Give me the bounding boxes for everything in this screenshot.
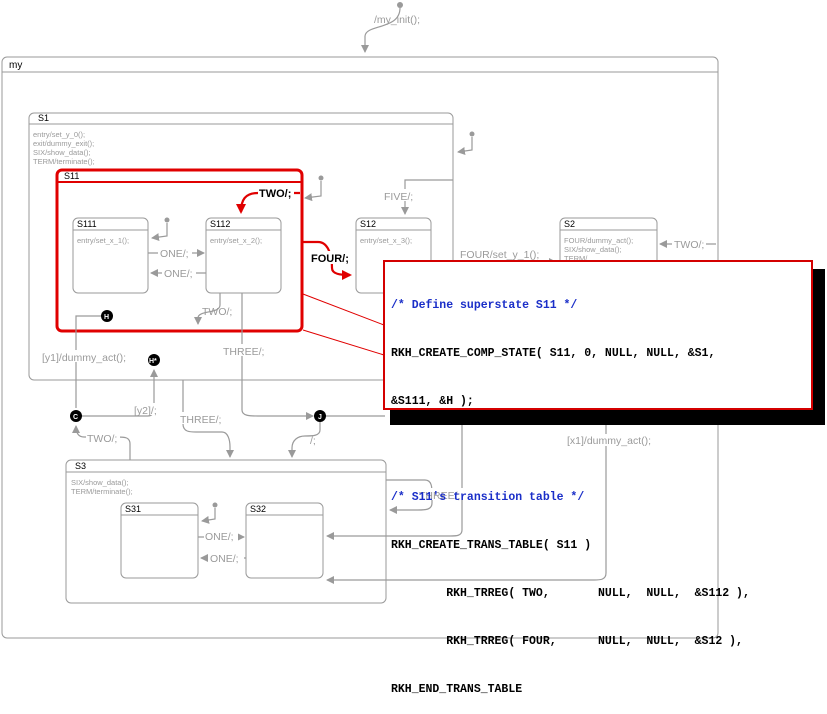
transition-three-s3-label: THREE/; bbox=[419, 490, 460, 502]
transition-two-s2-label: TWO/; bbox=[674, 239, 704, 251]
s2-action: SIX/show_data(); bbox=[564, 245, 622, 254]
state-s2-name: S2 bbox=[564, 219, 575, 229]
s11-initial bbox=[304, 175, 324, 202]
s1-action: TERM/terminate(); bbox=[33, 157, 95, 166]
deep-history-label: H* bbox=[149, 358, 157, 365]
transition-x1: [x1]/dummy_act(); bbox=[326, 280, 655, 584]
s2-action: FOUR/dummy_act(); bbox=[564, 236, 633, 245]
transition-four-set-label: FOUR/set_y_1(); bbox=[460, 249, 539, 261]
transition-one-s3a-label: ONE/; bbox=[205, 531, 234, 543]
s31-initial bbox=[201, 502, 218, 524]
transition-one-a-label: ONE/; bbox=[160, 248, 189, 260]
history-label: H bbox=[104, 314, 109, 321]
state-s111[interactable]: S111 entry/set_x_1(); bbox=[72, 217, 149, 294]
transition-two-c-label: TWO/; bbox=[87, 433, 117, 445]
transition-three-s112: THREE/; bbox=[222, 293, 314, 420]
transition-one-b: ONE/; bbox=[150, 267, 206, 280]
transition-four-red-label: FOUR/; bbox=[311, 253, 349, 265]
choice-pseudostate: C bbox=[70, 410, 82, 422]
s1-action: entry/set_y_0(); bbox=[33, 130, 85, 139]
state-s1-name: S1 bbox=[38, 113, 49, 123]
transition-three-s1: THREE/; bbox=[178, 380, 234, 458]
transition-y2-label: [y2]/; bbox=[134, 405, 157, 417]
junction-label: J bbox=[318, 414, 322, 421]
s112-action: entry/set_x_2(); bbox=[210, 236, 262, 245]
state-s12-name: S12 bbox=[360, 219, 376, 229]
transition-one-a: ONE/; bbox=[148, 246, 205, 260]
choice-label: C bbox=[73, 414, 78, 421]
state-s32-name: S32 bbox=[250, 504, 266, 514]
deep-history-pseudostate: H* bbox=[148, 354, 160, 366]
state-my-name: my bbox=[9, 60, 22, 71]
s111-initial bbox=[151, 217, 170, 242]
s1-action: exit/dummy_exit(); bbox=[33, 139, 94, 148]
code-line: RKH_CREATE_TRANS_TABLE( S11 ) bbox=[391, 539, 592, 552]
s3-action: SIX/show_data(); bbox=[71, 478, 129, 487]
transition-five: FIVE/; bbox=[382, 179, 453, 215]
transition-five-label: FIVE/; bbox=[384, 191, 413, 203]
transition-two-s112-label: TWO/; bbox=[202, 306, 232, 318]
state-s111-name: S111 bbox=[77, 219, 97, 229]
state-s11-name: S11 bbox=[64, 171, 79, 181]
s2-action: TERM/... bbox=[564, 254, 594, 263]
transition-four-red: FOUR/; bbox=[302, 240, 352, 280]
transition-y2: [y2]/; bbox=[82, 369, 160, 417]
code-line: RKH_TRREG( TWO, NULL, NULL, &S112 ), bbox=[391, 587, 750, 600]
code-line: &S111, &H ); bbox=[391, 395, 474, 408]
state-s112-name: S112 bbox=[210, 219, 230, 229]
transition-slash-j: /; bbox=[288, 422, 321, 458]
transition-one-b-label: ONE/; bbox=[164, 268, 193, 280]
s1-initial bbox=[457, 131, 475, 155]
code-line: RKH_CREATE_COMP_STATE( S11, 0, NULL, NUL… bbox=[391, 347, 716, 360]
transition-slash-j-label: /; bbox=[310, 435, 316, 447]
code-comment: /* S11's transition table */ bbox=[391, 491, 585, 504]
transition-two-s112: TWO/; bbox=[194, 293, 232, 325]
code-callout: /* Define superstate S11 */ RKH_CREATE_C… bbox=[383, 260, 813, 696]
code-blank bbox=[391, 442, 805, 458]
transition-s1-s32 bbox=[326, 380, 463, 540]
transition-two-s2: TWO/; bbox=[659, 237, 716, 251]
junction-pseudostate: J bbox=[314, 410, 385, 422]
transition-three-s112-label: THREE/; bbox=[223, 346, 264, 358]
state-s32[interactable]: S32 bbox=[245, 502, 324, 579]
init-label: /my_init(); bbox=[374, 14, 420, 26]
transition-x1-label: [x1]/dummy_act(); bbox=[567, 435, 651, 447]
state-s31-name: S31 bbox=[125, 504, 141, 514]
code-line: RKH_END_TRANS_TABLE bbox=[391, 683, 523, 696]
history-pseudostate: H bbox=[75, 310, 113, 408]
init-transition: /my_init(); bbox=[361, 2, 420, 53]
callout-lines bbox=[302, 293, 385, 356]
state-s31[interactable]: S31 bbox=[120, 502, 199, 579]
s1-action: SIX/show_data(); bbox=[33, 148, 91, 157]
code-line: RKH_TRREG( FOUR, NULL, NULL, &S12 ), bbox=[391, 635, 743, 648]
transition-one-s3b-label: ONE/; bbox=[210, 553, 239, 565]
code-comment: /* Define superstate S11 */ bbox=[391, 299, 578, 312]
transition-y1-label: [y1]/dummy_act(); bbox=[42, 352, 126, 364]
state-s3-name: S3 bbox=[75, 461, 86, 471]
transition-three-s3: THREE/; bbox=[386, 479, 464, 514]
transition-two-red-label: TWO/; bbox=[259, 188, 291, 200]
s3-action: TERM/terminate(); bbox=[71, 487, 133, 496]
transition-one-s3b: ONE/; bbox=[200, 551, 246, 565]
state-s112[interactable]: S112 entry/set_x_2(); bbox=[205, 217, 282, 294]
statechart-diagram: /my_init(); my S1 entry/set_y_0(); exit/… bbox=[1, 2, 719, 639]
transition-three-s1-label: THREE/; bbox=[180, 414, 221, 426]
transition-one-s3a: ONE/; bbox=[198, 530, 245, 543]
transition-two-red: TWO/; bbox=[236, 186, 300, 214]
transition-y1: [y1]/dummy_act(); bbox=[40, 350, 130, 364]
s111-action: entry/set_x_1(); bbox=[77, 236, 129, 245]
s12-action: entry/set_x_3(); bbox=[360, 236, 412, 245]
transition-two-c: TWO/; bbox=[72, 425, 131, 460]
